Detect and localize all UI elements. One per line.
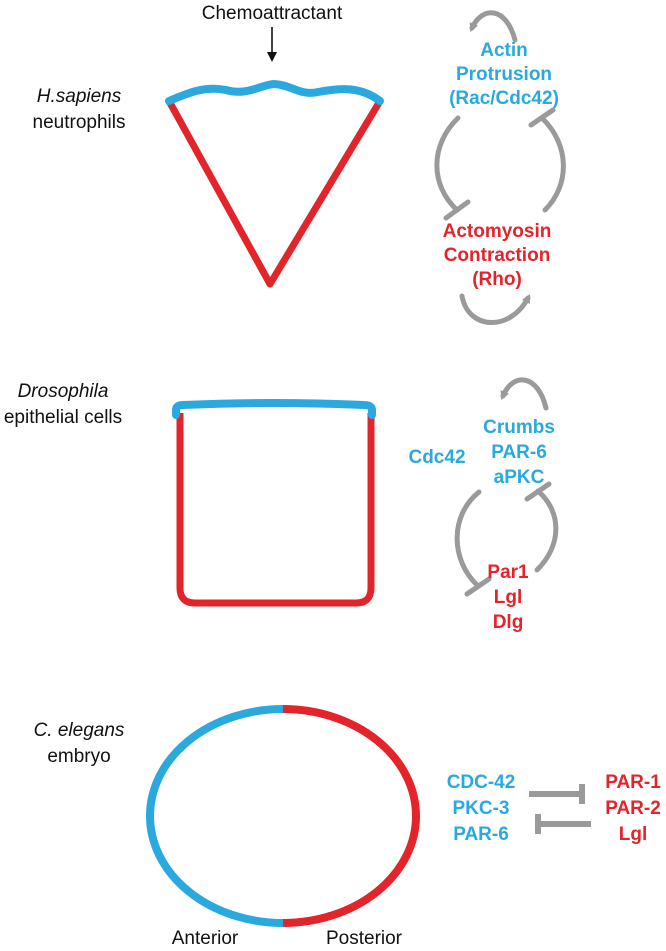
front-line-2: Protrusion	[456, 64, 552, 85]
neutrophil-species-label: H.sapiens	[37, 86, 122, 107]
basolateral-line-2: Lgl	[494, 587, 523, 608]
inhibition-bar-icon	[524, 481, 552, 502]
basolateral-complex-label: Par1 Lgl Dlg	[487, 562, 529, 633]
inhibition-bar-icon	[443, 199, 471, 221]
embryo-panel: C. elegans embryo Anterior Posterior CDC…	[34, 705, 661, 949]
embryo-posterior-cortex	[282, 705, 420, 927]
basolateral-line-1: Par1	[487, 562, 529, 583]
anterior-line-3: PAR-6	[453, 824, 509, 845]
neutrophil-rear-membrane	[165, 97, 384, 288]
apical-inhibits-basolateral-arrow	[454, 489, 482, 589]
embryo-anterior-cortex	[146, 705, 284, 927]
apical-line-3: aPKC	[494, 467, 545, 488]
neutrophil-cell-type-label: neutrophils	[33, 112, 126, 133]
epithelial-cell-type-label: epithelial cells	[4, 407, 122, 428]
posterior-line-2: PAR-2	[605, 798, 661, 819]
actomyosin-self-activation-arrow	[459, 293, 531, 325]
epithelial-species-label: Drosophila	[18, 381, 109, 402]
epithelial-panel: Drosophila epithelial cells Cdc42 Crumbs…	[4, 377, 559, 633]
posterior-line-1: PAR-1	[605, 772, 661, 793]
posterior-par-complex-label: PAR-1 PAR-2 Lgl	[605, 772, 661, 845]
crumbs-self-activation-arrow	[500, 377, 549, 411]
back-line-3: (Rho)	[472, 269, 522, 290]
protrusion-inhibits-contraction-arrow	[434, 115, 461, 213]
posterior-line-3: Lgl	[619, 824, 648, 845]
posterior-label: Posterior	[326, 928, 403, 949]
back-line-2: Contraction	[444, 245, 551, 266]
basolateral-inhibits-apical-arrow	[534, 488, 559, 573]
embryo-species-label: C. elegans	[34, 720, 125, 741]
neutrophil-front-membrane	[165, 79, 384, 105]
basolateral-line-3: Dlg	[493, 612, 524, 633]
anterior-line-1: CDC-42	[447, 772, 516, 793]
embryo-cell-type-label: embryo	[47, 746, 110, 767]
inhibition-bar-icon	[528, 107, 556, 128]
front-line-1: Actin	[480, 40, 528, 61]
epithelial-apical-membrane	[172, 399, 376, 419]
neutrophil-panel: Chemoattractant H.sapiens neutrophils Ac…	[33, 3, 566, 325]
back-line-1: Actomyosin	[443, 221, 552, 242]
anterior-label: Anterior	[172, 928, 239, 949]
apical-line-2: PAR-6	[491, 442, 547, 463]
epithelial-basolateral-membrane	[176, 413, 375, 607]
actomyosin-contraction-label: Actomyosin Contraction (Rho)	[443, 221, 552, 290]
apical-complex-label: Crumbs PAR-6 aPKC	[483, 417, 555, 488]
inhibition-bar-icon	[464, 576, 492, 597]
contraction-inhibits-protrusion-arrow	[539, 115, 566, 213]
apical-line-1: Crumbs	[483, 417, 555, 438]
cdc42-label: Cdc42	[408, 447, 465, 468]
actin-self-activation-arrow	[469, 10, 518, 43]
anterior-par-complex-label: CDC-42 PKC-3 PAR-6	[447, 772, 516, 845]
actin-protrusion-label: Actin Protrusion (Rac/Cdc42)	[449, 40, 559, 109]
chemoattractant-label: Chemoattractant	[202, 3, 343, 24]
anterior-line-2: PKC-3	[452, 798, 509, 819]
front-line-3: (Rac/Cdc42)	[449, 88, 559, 109]
